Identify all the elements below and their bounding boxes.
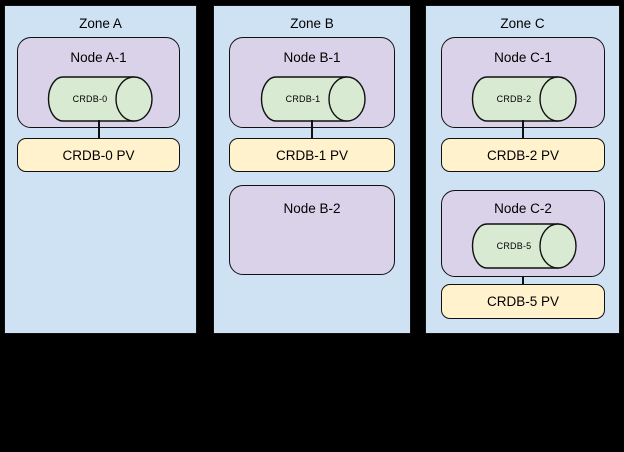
node-c-2-title: Node C-2 <box>494 201 552 216</box>
node-c-1: Node C-1 CRDB-2 <box>441 37 605 128</box>
pod-crdb-5: CRDB-5 <box>470 223 577 269</box>
node-b-1: Node B-1 CRDB-1 <box>229 37 395 128</box>
node-c-2: Node C-2 CRDB-5 <box>441 190 605 277</box>
pod-crdb-0: CRDB-0 <box>46 76 153 122</box>
zone-c-title: Zone C <box>500 16 545 31</box>
connector-crdb0-to-pv <box>98 120 100 139</box>
pv-crdb-5: CRDB-5 PV <box>441 284 605 319</box>
node-c-1-title: Node C-1 <box>494 50 552 65</box>
pv-crdb-1-label: CRDB-1 PV <box>275 147 348 163</box>
zone-c: Zone C Node C-1 CRDB-2 CRDB-2 PV Node C-… <box>425 5 620 334</box>
pv-crdb-2: CRDB-2 PV <box>441 138 605 172</box>
pod-crdb-0-label: CRDB-0 <box>72 94 108 104</box>
node-a-1: Node A-1 CRDB-0 <box>17 37 180 128</box>
node-b-1-title: Node B-1 <box>283 50 341 65</box>
pv-crdb-5-label: CRDB-5 PV <box>486 294 559 309</box>
zone-a: Zone A Node A-1 CRDB-0 CRDB-0 PV <box>4 5 197 334</box>
zone-b-title: Zone B <box>290 16 334 31</box>
node-a-1-title: Node A-1 <box>70 50 127 65</box>
pod-crdb-5-label: CRDB-5 <box>496 241 532 251</box>
zone-b: Zone B Node B-1 CRDB-1 CRDB-1 PV Node B-… <box>213 5 411 334</box>
zone-a-title: Zone A <box>79 16 122 31</box>
pod-crdb-2: CRDB-2 <box>470 76 577 122</box>
node-b-2: Node B-2 <box>229 185 395 275</box>
pv-crdb-0-label: CRDB-0 PV <box>62 147 135 163</box>
pod-crdb-1-label: CRDB-1 <box>285 94 321 104</box>
pod-crdb-1: CRDB-1 <box>259 76 366 122</box>
pv-crdb-2-label: CRDB-2 PV <box>486 147 559 163</box>
connector-crdb5-to-pv <box>522 276 524 285</box>
connector-crdb2-to-pv <box>522 120 524 139</box>
pv-crdb-1: CRDB-1 PV <box>229 138 395 172</box>
pv-crdb-0: CRDB-0 PV <box>17 138 180 172</box>
node-b-2-title: Node B-2 <box>283 201 341 216</box>
connector-crdb1-to-pv <box>311 120 313 139</box>
pod-crdb-2-label: CRDB-2 <box>496 94 532 104</box>
